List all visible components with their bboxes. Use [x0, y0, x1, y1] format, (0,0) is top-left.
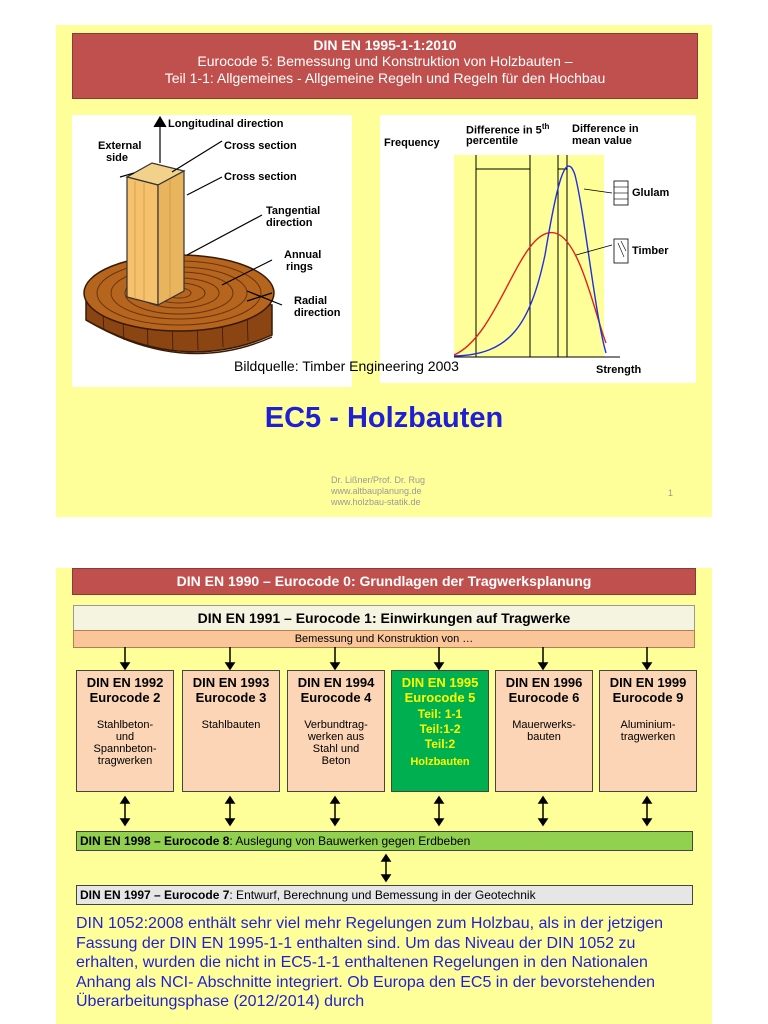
box-desc-line: Verbundtrag- [304, 719, 368, 731]
image-source-caption: Bildquelle: Timber Engineering 2003 [234, 358, 459, 374]
box-code-line-2: Eurocode 6 [508, 690, 580, 705]
footer-link-1[interactable]: www.altbauplanung.de [331, 486, 422, 496]
design-construction-bar: Bemessung und Konstruktion von … [73, 630, 695, 648]
box-code-line-1: DIN EN 1999 [609, 675, 687, 690]
box-code-line-2: Eurocode 4 [300, 690, 372, 705]
header-standard: DIN EN 1995-1-1:2010 [313, 37, 457, 53]
label-radial-2: direction [294, 307, 341, 319]
eurocode-8-text: : Auslegung von Bauwerken gegen Erdbeben [229, 834, 471, 848]
strength-distribution-diagram: Frequency Difference in 5th percentile D… [380, 115, 696, 383]
label-tangential-1: Tangential [266, 205, 321, 217]
slide-1: DIN EN 1995-1-1:2010 Eurocode 5: Bemessu… [56, 25, 712, 517]
eurocode-7-text: : Entwurf, Berechnung und Bemessung in d… [229, 888, 536, 902]
eurocode-7-bar: DIN EN 1997 – Eurocode 7: Entwurf, Berec… [76, 885, 693, 905]
page-number: 1 [668, 488, 674, 498]
footer-authors: Dr. Lißner/Prof. Dr. Rug [331, 475, 426, 485]
box-desc-line: bauten [527, 731, 561, 743]
distribution-curves [453, 155, 629, 358]
label-timber: Timber [632, 245, 669, 257]
wood-log-drawing [83, 115, 283, 355]
box-description: Mauerwerks-bauten [496, 719, 592, 743]
label-strength: Strength [596, 364, 642, 376]
plot-area [454, 155, 604, 357]
box-desc-line: tragwerken [97, 755, 153, 767]
eurocode-1-bar: DIN EN 1991 – Eurocode 1: Einwirkungen a… [73, 605, 695, 631]
box-desc-line: Teil:1-2 [419, 722, 461, 736]
box-code-line-2: Eurocode 5 [404, 690, 476, 705]
box-desc-line: Teil:2 [424, 737, 456, 751]
box-desc-line: Mauerwerks- [512, 719, 576, 731]
header-subtitle-2: Teil 1-1: Allgemeines - Allgemeine Regel… [164, 70, 606, 86]
box-code-line-1: DIN EN 1996 [505, 675, 583, 690]
label-glulam: Glulam [632, 187, 670, 199]
label-difference-mean: Difference in [572, 123, 639, 135]
box-desc-line: Holzbauten [410, 756, 470, 768]
slide-1-header: DIN EN 1995-1-1:2010 Eurocode 5: Bemessu… [72, 33, 698, 99]
timber-curve [453, 232, 607, 356]
box-code-line-1: DIN EN 1994 [297, 675, 375, 690]
glulam-curve [453, 165, 607, 357]
label-external: External [98, 140, 142, 152]
label-tangential-2: direction [266, 217, 313, 229]
header-subtitle-1: Eurocode 5: Bemessung und Konstruktion v… [197, 53, 573, 69]
eurocode-0-bar: DIN EN 1990 – Eurocode 0: Grundlagen der… [72, 568, 696, 595]
box-description: Aluminium-tragwerken [600, 719, 696, 743]
slide-2: DIN EN 1990 – Eurocode 0: Grundlagen der… [56, 568, 712, 1024]
label-side: side [106, 152, 129, 164]
box-desc-line: Aluminium- [620, 719, 676, 731]
connector-arrows [119, 647, 653, 883]
footer-link-2[interactable]: www.holzbau-statik.de [331, 497, 421, 507]
box-code-line-1: DIN EN 1992 [86, 675, 164, 690]
label-longitudinal: Longitudinal direction [168, 118, 284, 130]
label-frequency: Frequency [384, 137, 440, 149]
diff5-text: Difference in 5 [466, 124, 542, 137]
diff5-superscript: th [541, 122, 550, 131]
din-1052-paragraph: DIN 1052:2008 enthält sehr viel mehr Reg… [76, 915, 664, 1010]
box-desc-line: Teil: 1-1 [417, 707, 463, 721]
label-percentile: percentile [466, 135, 518, 147]
wood-directions-illustration: Longitudinal direction External side Cro… [72, 115, 352, 387]
box-desc-line: werken aus [307, 731, 365, 743]
slide-footer: Dr. Lißner/Prof. Dr. Rug www.altbauplanu… [331, 475, 425, 508]
label-cross-section-1: Cross section [224, 140, 297, 152]
label-difference-5th: Difference in 5th [466, 121, 549, 137]
box-code-line-2: Eurocode 9 [612, 690, 684, 705]
label-mean-value: mean value [572, 135, 632, 147]
label-radial-1: Radial [294, 295, 328, 307]
box-desc-line: Stahlbeton- [96, 719, 154, 731]
box-desc-line: Beton [321, 755, 351, 767]
eurocode-8-code: DIN EN 1998 – Eurocode 8 [80, 834, 230, 848]
label-annual-2: rings [286, 261, 313, 273]
slide-1-title: EC5 - Holzbauten [264, 402, 504, 434]
box-description: Stahlbauten [183, 719, 279, 731]
box-desc-line: und [115, 731, 135, 743]
box-desc-line: Stahlbauten [201, 719, 261, 731]
box-desc-line: Spannbeton- [93, 743, 157, 755]
box-desc-line: Stahl und [312, 743, 360, 755]
box-code-line-2: Eurocode 2 [89, 690, 161, 705]
eurocode-8-bar: DIN EN 1998 – Eurocode 8: Auslegung von … [76, 831, 693, 851]
box-code-line-1: DIN EN 1993 [192, 675, 270, 690]
label-annual-1: Annual [284, 249, 322, 261]
label-cross-section-2: Cross section [224, 171, 297, 183]
box-code-line-2: Eurocode 3 [195, 690, 267, 705]
box-desc-line: tragwerken [620, 731, 676, 743]
eurocode-7-code: DIN EN 1997 – Eurocode 7 [80, 888, 230, 902]
box-code-line-1: DIN EN 1995 [401, 675, 479, 690]
